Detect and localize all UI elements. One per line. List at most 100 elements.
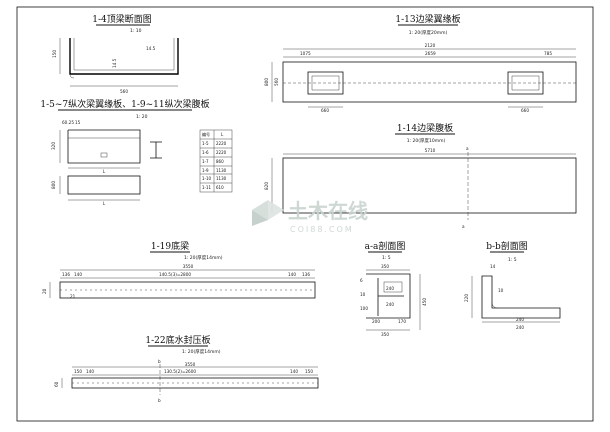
view-7-dim-l2: 10 xyxy=(360,292,366,297)
table-cell-l: 610 xyxy=(216,185,224,190)
view-6-dim-h: 60 xyxy=(54,381,59,387)
sheet-frame xyxy=(16,6,594,422)
view-3-dim-middle: 2659 xyxy=(425,51,436,56)
view-4-mark-a-bottom: a xyxy=(462,224,465,229)
view-8-scale: 1: 5 xyxy=(508,257,517,263)
view-3-scale: 1: 20(厚度20mm) xyxy=(409,29,448,36)
table-cell-l: 1130 xyxy=(216,168,227,173)
table-cell-id: 1-7 xyxy=(202,159,209,164)
view-6-mark-b-top: b xyxy=(158,359,161,364)
view-6-dim-total: 3550 xyxy=(185,362,196,367)
view-6-dim-left: 150 xyxy=(74,369,82,374)
view-7-section-a-a: a-a剖面图 1: 5 350 240 240 6 10 100 200 170… xyxy=(360,240,427,337)
view-7-title: a-a剖面图 xyxy=(365,240,406,252)
view-8-section-b-b: b-b剖面图 1: 5 14 10 220 240 240 xyxy=(464,240,561,330)
view-7-dim-bot: 350 xyxy=(381,332,389,337)
view-4-title: 1-14边梁腹板 xyxy=(397,122,453,134)
view-4-dim-len: 5710 xyxy=(425,148,436,153)
watermark-sub: COI88.COM xyxy=(290,225,354,234)
view-6-scale: 1: 20(厚度14mm) xyxy=(182,348,221,355)
view-5-dim-h: 20 xyxy=(42,288,47,294)
view-2-dim-l2: L xyxy=(103,201,106,206)
view-8-angle-profile xyxy=(481,275,561,319)
view-1-dim-height: 150 xyxy=(52,50,57,58)
view-7-dim-side: 450 xyxy=(422,298,427,306)
view-2-scale: 1: 20 xyxy=(136,114,148,120)
view-5-dim-mid: 140.5(3)=2800 xyxy=(159,272,191,277)
view-6-bottom-seal-plate: 1-22底水封压板 1: 20(厚度14mm) b 3550 150 140 1… xyxy=(54,334,319,403)
table-cell-l: 2220 xyxy=(216,141,227,146)
view-7-stiffener xyxy=(383,281,403,293)
view-3-dim-total: 2120 xyxy=(425,43,436,48)
view-5-title: 1-19底梁 xyxy=(151,240,189,252)
view-8-dim-w: 240 xyxy=(516,317,524,322)
table-header-l: L xyxy=(221,132,224,137)
view-6-dim-left2: 140 xyxy=(86,369,94,374)
view-2-flange-plate xyxy=(67,129,141,164)
view-3-dim-bot-left: 660 xyxy=(321,108,329,113)
view-5-bottom-beam: 1-19底梁 1: 20(厚度14mm) 3550 136 140 140.5(… xyxy=(42,240,316,299)
view-6-mark-b-bottom: b xyxy=(158,398,161,403)
table-cell-id: 1-10 xyxy=(202,176,212,181)
view-7-inner-web xyxy=(377,278,404,316)
view-6-dim-mid: 130.5(2)=2600 xyxy=(164,369,196,374)
view-3-dim-h1: 800 xyxy=(264,78,269,86)
table-cell-id: 1-9 xyxy=(202,168,209,173)
view-5-dim-left: 136 xyxy=(62,272,70,277)
view-5-scale: 1: 20(厚度14mm) xyxy=(184,254,223,261)
view-2-dim-height: 320 xyxy=(51,142,56,150)
view-3-dim-left: 1075 xyxy=(300,51,311,56)
view-8-dim-t: 14 xyxy=(490,264,496,269)
view-7-dim-top: 350 xyxy=(381,264,389,269)
view-6-title: 1-22底水封压板 xyxy=(145,334,210,346)
view-7-dim-l3: 200 xyxy=(372,319,380,324)
view-2-length-table: 编号 L 1-5 2220 1-6 2220 1-7 860 1-9 1130 … xyxy=(199,129,233,193)
table-cell-id: 1-11 xyxy=(202,185,212,190)
view-5-dim-right: 140 xyxy=(288,272,296,277)
view-2-dim-height2: 800 xyxy=(51,181,56,189)
view-8-title: b-b剖面图 xyxy=(486,240,528,252)
view-2-dim-top-a: 60.25 xyxy=(62,120,74,125)
view-7-dim-l1: 6 xyxy=(360,278,363,283)
view-1-top-beam-section: 1-4顶梁断面图 1: 10 150 560 14.5 14.5 xyxy=(52,13,179,94)
view-5-dim-right2: 136 xyxy=(302,272,310,277)
view-3-edge-beam-flange: 1-13边梁翼缘板 1: 20(厚度20mm) 2120 1075 2659 7… xyxy=(264,13,577,113)
view-4-scale: 1: 20(厚度10mm) xyxy=(407,137,446,144)
table-cell-id: 1-5 xyxy=(202,141,209,146)
view-3-title: 1-13边梁翼缘板 xyxy=(395,13,460,25)
view-2-title: 1-5~7纵次梁翼缘板、1-9~11纵次梁腹板 xyxy=(40,98,209,110)
view-1-scale: 1: 10 xyxy=(130,28,142,34)
view-3-dim-right: 785 xyxy=(544,51,552,56)
view-2-dim-l: L xyxy=(103,169,106,174)
table-cell-l: 860 xyxy=(216,159,224,164)
view-8-dim-bot: 240 xyxy=(516,325,524,330)
watermark-main: 土木在线 xyxy=(288,199,368,223)
view-2-dim-top-b: 15 xyxy=(75,120,81,125)
table-cell-l: 2220 xyxy=(216,150,227,155)
view-7-dim-w: 240 xyxy=(386,302,394,307)
table-cell-l: 1130 xyxy=(216,176,227,181)
view-1-channel-outer xyxy=(69,38,179,75)
view-7-outer-profile xyxy=(366,273,411,319)
view-3-dim-bot-right: 660 xyxy=(521,108,529,113)
watermark: 土木在线 COI88.COM xyxy=(252,199,368,234)
view-7-dim-h: 100 xyxy=(360,306,368,311)
view-6-dim-right: 140 xyxy=(290,369,298,374)
view-4-dim-height: 820 xyxy=(264,182,269,190)
view-8-fillet xyxy=(491,301,499,309)
view-1-dim-width: 560 xyxy=(120,89,128,94)
view-2-secondary-beam: 1-5~7纵次梁翼缘板、1-9~11纵次梁腹板 1: 20 60.25 15 3… xyxy=(40,98,233,206)
view-4-plate xyxy=(282,157,577,214)
table-border xyxy=(199,129,233,193)
view-8-dim-h: 220 xyxy=(464,294,469,302)
view-1-fillet xyxy=(69,73,75,79)
view-3-dim-h2: 560 xyxy=(274,78,279,86)
view-2-i-section xyxy=(150,141,162,159)
watermark-logo-icon xyxy=(252,200,284,226)
table-header-id: 编号 xyxy=(202,131,210,137)
view-6-dim-right2: 150 xyxy=(305,369,313,374)
view-5-dim-total: 3550 xyxy=(183,264,194,269)
view-2-web-plate xyxy=(67,175,141,195)
view-1-channel-inner xyxy=(73,38,175,71)
view-7-dim-inner: 240 xyxy=(386,286,394,291)
